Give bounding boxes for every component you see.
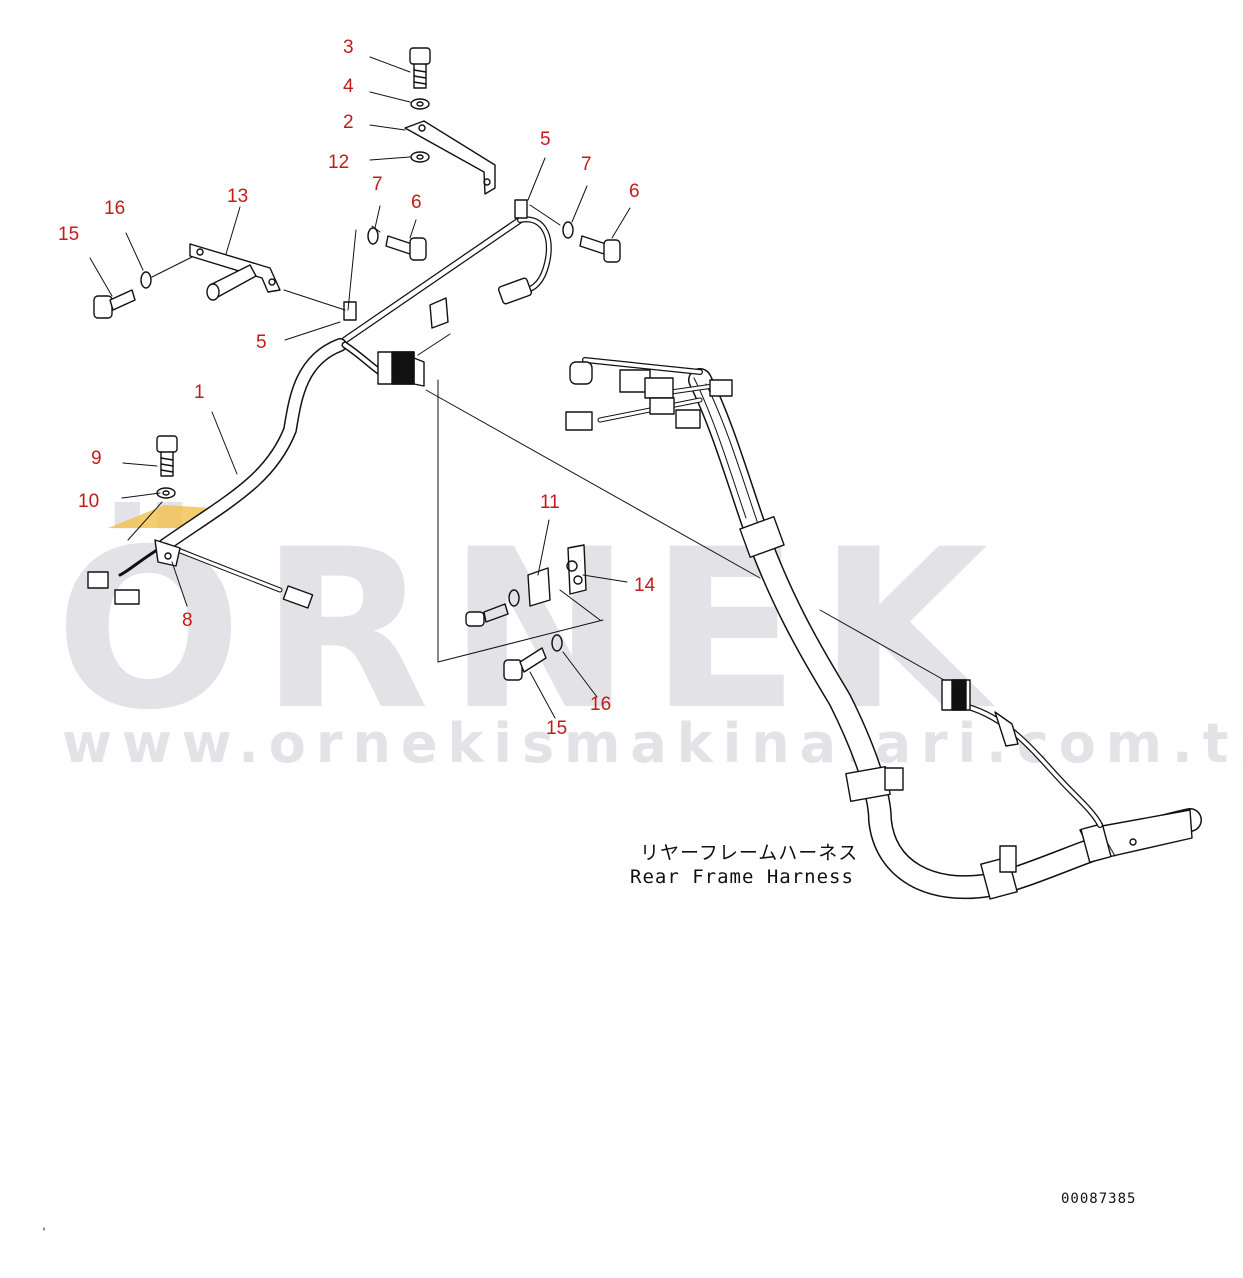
washer-icon [508, 589, 520, 607]
clamp-icon [514, 199, 528, 219]
clamp-icon [1080, 823, 1112, 863]
clamp-icon [999, 845, 1017, 873]
callout-label: 2 [343, 112, 354, 133]
connector-icon [709, 379, 733, 397]
clamp-icon [884, 767, 904, 791]
leader-lines [89, 56, 631, 719]
caption-japanese: リヤーフレームハーネス [640, 842, 859, 864]
rear-frame-harness [565, 357, 1202, 900]
callout-label: 11 [540, 492, 560, 513]
connector-icon [497, 277, 533, 305]
bracket-icon [465, 544, 587, 627]
washer-icon [410, 98, 430, 110]
connector-icon [649, 397, 675, 415]
caption-english: Rear Frame Harness [630, 866, 854, 888]
bracket-icon [404, 120, 496, 195]
bolt-icon [409, 47, 431, 89]
connector-icon [675, 409, 701, 429]
bolt-icon [579, 235, 621, 263]
harness-branch [87, 539, 314, 609]
callout-label: 10 [78, 491, 100, 512]
callout-label: 1 [194, 382, 205, 403]
harness-cable [158, 216, 552, 552]
reference-lines [127, 204, 945, 681]
clamp-icon [845, 766, 891, 802]
callout-label: 3 [343, 37, 354, 58]
washer-icon [367, 227, 379, 245]
connector-icon [565, 411, 593, 431]
connector-icon [114, 589, 140, 605]
callout-label: 5 [256, 332, 267, 353]
washer-icon [562, 221, 574, 239]
washer-icon [140, 271, 152, 289]
callout-label: 6 [411, 192, 422, 213]
clamp-icon [739, 516, 785, 558]
callout-label: 5 [540, 129, 551, 150]
connector-icon [569, 361, 593, 385]
callout-label: 14 [634, 575, 656, 596]
bracket-icon [429, 297, 449, 329]
bolt-icon [503, 647, 547, 681]
callout-label: 7 [581, 154, 592, 175]
connector-icon [282, 585, 314, 609]
washer-icon [410, 151, 430, 163]
callout-label: 7 [372, 174, 383, 195]
connector-icon [377, 351, 425, 387]
callout-label: 9 [91, 448, 102, 469]
callout-label: 16 [104, 198, 126, 219]
bolt-icon [156, 435, 178, 477]
connector-icon [644, 377, 674, 399]
clamp-icon [343, 301, 357, 321]
document-id: 00087385 [1061, 1191, 1137, 1207]
callout-label: 15 [546, 718, 568, 739]
callout-label: 4 [343, 76, 354, 97]
callout-label: 16 [590, 694, 612, 715]
callout-label: 12 [328, 152, 350, 173]
callout-label: 8 [182, 610, 193, 631]
connector-icon [87, 571, 109, 589]
callout-label: 6 [629, 181, 640, 202]
bolt-icon [93, 289, 136, 319]
bolt-icon [385, 235, 427, 261]
bracket-icon [189, 243, 281, 301]
washer-icon [551, 634, 563, 652]
callout-label: 15 [58, 224, 80, 245]
callout-label: 13 [227, 186, 249, 207]
